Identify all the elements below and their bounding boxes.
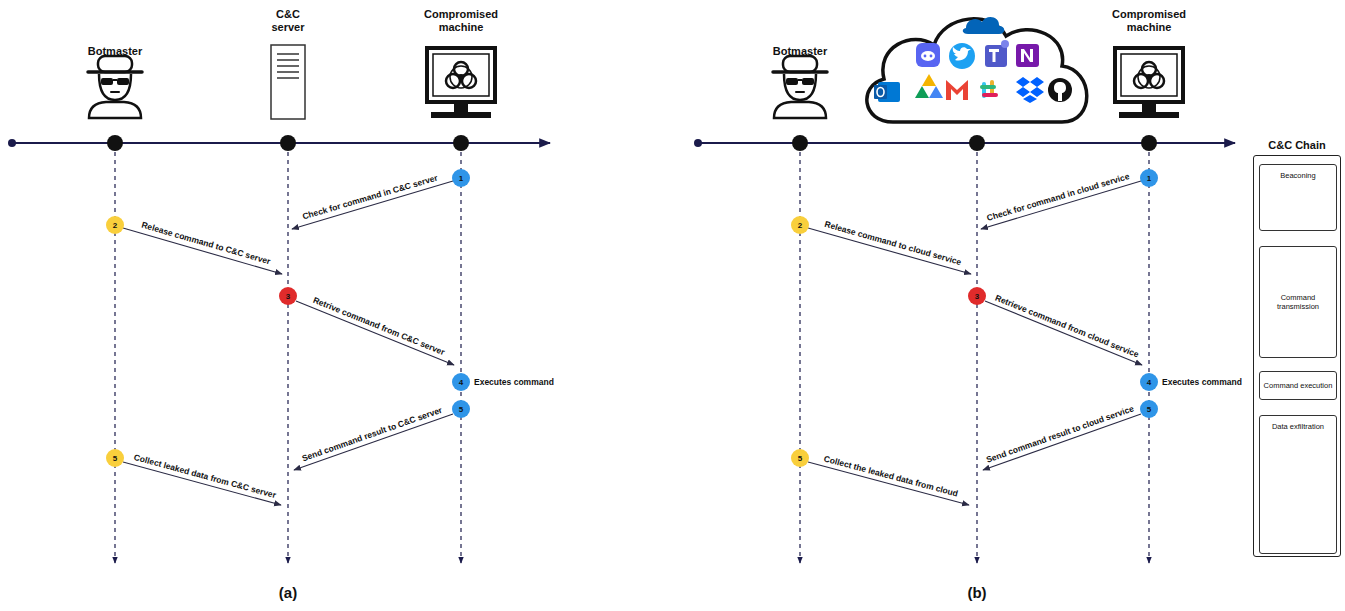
step-digit: 5 — [1147, 405, 1151, 414]
step-digit: 4 — [1147, 378, 1151, 387]
panel-label: (a) — [279, 584, 297, 601]
process-box: Command transmission — [1259, 246, 1337, 358]
message-label: Check for command in cloud service — [985, 171, 1130, 223]
message-label: Send command result to cloud service — [985, 403, 1135, 464]
participant-label: Botmaster — [65, 45, 165, 58]
node-text: Data exfiltration — [1272, 422, 1324, 431]
step-number: 4 — [452, 373, 470, 391]
step-number: 5 — [106, 449, 124, 467]
node-text: Command execution — [1264, 381, 1333, 390]
message-label: Collect the leaked data from cloud — [823, 453, 959, 498]
step-digit: 3 — [286, 292, 290, 301]
step-digit: 5 — [459, 405, 463, 414]
message-label: Release command to C&C server — [140, 220, 271, 267]
panel-label: (b) — [967, 584, 986, 601]
message-label: Retrieve command from cloud service — [994, 293, 1141, 360]
process-box: Data exfiltration — [1259, 415, 1337, 554]
message-label: Check for command in C&C server — [301, 173, 439, 222]
step-number: 4 — [1140, 373, 1158, 391]
step-number: 5 — [1140, 400, 1158, 418]
node-text: Botmaster — [65, 45, 165, 58]
step-number: 2 — [791, 216, 809, 234]
participant-label: Compromised machine — [1102, 8, 1197, 33]
step-number: 2 — [106, 216, 124, 234]
participant-label: Botmaster — [750, 45, 850, 58]
node-text: Botmaster — [750, 45, 850, 58]
node-text: C&C server — [263, 8, 313, 33]
step-number: 1 — [452, 169, 470, 187]
message-label: Retrive command from C&C server — [312, 295, 447, 357]
chain-title: C&C Chain — [1268, 139, 1325, 151]
node-text: Compromised machine — [1102, 8, 1197, 33]
step-note: Executes command — [1162, 377, 1242, 387]
process-box: Command execution — [1259, 371, 1337, 400]
chain-container: C&C ChainBeaconingCommand transmissionCo… — [1253, 155, 1341, 557]
message-label: Send command result to C&C server — [301, 405, 444, 464]
step-number: 5 — [452, 400, 470, 418]
step-note: Executes command — [474, 377, 554, 387]
step-number: 3 — [279, 287, 297, 305]
node-text: Beaconing — [1280, 171, 1315, 180]
message-label: Release command to cloud service — [823, 219, 962, 267]
step-number: 3 — [968, 287, 986, 305]
step-digit: 2 — [113, 221, 117, 230]
message-label: Collect leaked data from C&C server — [133, 452, 277, 500]
step-digit: 1 — [459, 174, 463, 183]
step-digit: 5 — [113, 454, 117, 463]
step-digit: 5 — [798, 454, 802, 463]
step-number: 1 — [1140, 169, 1158, 187]
step-digit: 1 — [1147, 174, 1151, 183]
step-digit: 4 — [459, 378, 463, 387]
step-digit: 2 — [798, 221, 802, 230]
node-text: Command transmission — [1263, 293, 1333, 311]
step-number: 5 — [791, 449, 809, 467]
node-text: Compromised machine — [414, 8, 509, 33]
participant-label: Compromised machine — [414, 8, 509, 33]
step-digit: 3 — [975, 292, 979, 301]
process-box: Beaconing — [1259, 164, 1337, 231]
participant-label: C&C server — [263, 8, 313, 33]
